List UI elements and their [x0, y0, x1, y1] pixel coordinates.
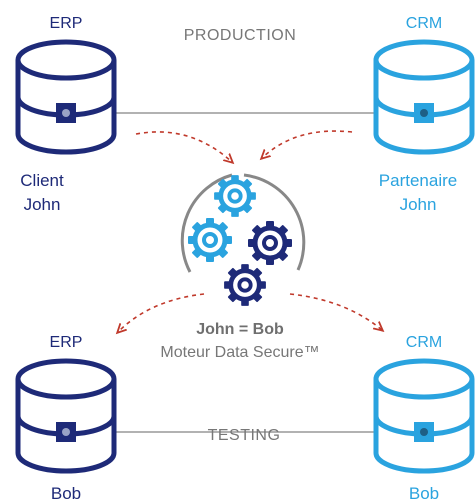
engine-mapping-label: John = Bob [196, 321, 284, 338]
production-environment-label: PRODUCTION [183, 27, 297, 44]
erp-testing-system-label: ERP [49, 334, 83, 351]
arrow-crm-to-engine [262, 130, 353, 158]
erp-testing-database-icon [18, 361, 114, 471]
crm-testing-record-label: Bob [408, 484, 440, 503]
arrow-erp-to-engine [135, 131, 232, 162]
erp-production-database-icon [18, 42, 114, 152]
erp-testing-record-label: Bob [50, 484, 82, 503]
crm-testing-database-icon [376, 361, 472, 471]
arrow-engine-to-crm-testing [289, 293, 382, 330]
erp-production-record-line1: Client [20, 171, 64, 190]
engine-ring-left [180, 173, 233, 273]
erp-production-record-line2: John [23, 195, 61, 214]
crm-testing-system-label: CRM [405, 334, 443, 351]
crm-production-system-label: CRM [405, 15, 443, 32]
crm-production-record-line2: John [399, 195, 437, 214]
engine-ring-right [243, 173, 306, 271]
gears-icon [188, 175, 292, 306]
crm-production-database-icon [376, 42, 472, 152]
erp-production-system-label: ERP [49, 15, 83, 32]
testing-environment-label: TESTING [207, 427, 281, 444]
crm-production-record-line1: Partenaire [378, 171, 458, 190]
arrow-engine-to-erp-testing [118, 293, 205, 332]
engine-name-label: Moteur Data Secure™ [160, 344, 320, 361]
